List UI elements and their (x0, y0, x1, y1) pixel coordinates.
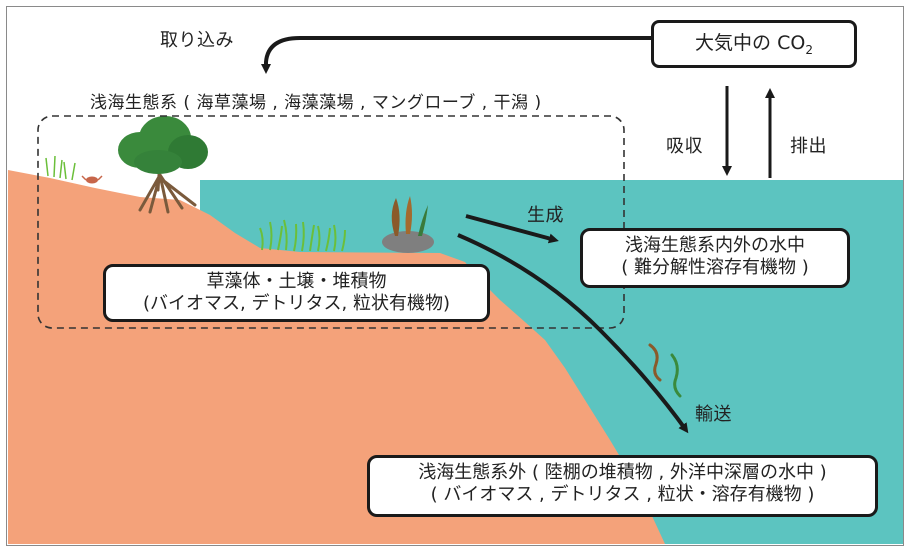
marsh-grass-icon (45, 155, 76, 181)
crab-icon (81, 175, 103, 184)
ecosystem-title: 浅海生態系 ( 海草藻場 , 海藻藻場 , マングローブ , 干潟 ) (90, 93, 542, 113)
outside-ecosystem-box: 浅海生態系外 ( 陸棚の堆積物 , 外洋中深層の水中 ) ( バイオマス , デ… (367, 455, 878, 517)
atmosphere-co2-box: 大気中の CO2 (651, 20, 857, 68)
co2-subscript: 2 (805, 42, 813, 57)
biomass-sediment-box: 草藻体・土壌・堆積物 (バイオマス, デトリタス, 粒状有機物) (103, 264, 490, 322)
mangrove-tree-icon (118, 116, 208, 214)
outside-ecosystem-title: 浅海生態系外 ( 陸棚の堆積物 , 外洋中深層の水中 ) (418, 462, 827, 483)
outside-ecosystem-detail: ( バイオマス , デトリタス , 粒状・溶存有機物 ) (430, 484, 815, 505)
transport-label: 輸送 (695, 404, 732, 425)
biomass-sediment-title: 草藻体・土壌・堆積物 (206, 271, 387, 292)
land-seabed (8, 170, 665, 544)
rock-seaweed-icon (382, 196, 434, 253)
seagrass-icon (259, 219, 346, 252)
inner-outer-water-title: 浅海生態系内外の水中 (625, 235, 805, 256)
inner-outer-water-box: 浅海生態系内外の水中 ( 難分解性溶存有機物 ) (580, 228, 850, 288)
uptake-arrow (261, 36, 651, 74)
atmosphere-co2-text: 大気中の CO (695, 32, 806, 54)
absorption-label: 吸収 (666, 136, 703, 157)
transport-arrow (457, 233, 689, 434)
uptake-label: 取り込み (160, 30, 234, 51)
inner-outer-water-detail: ( 難分解性溶存有機物 ) (621, 257, 809, 278)
generation-arrow (465, 214, 559, 244)
ecosystem-boundary (37, 115, 625, 329)
generation-label: 生成 (527, 205, 564, 226)
biomass-sediment-detail: (バイオマス, デトリタス, 粒状有機物) (143, 293, 450, 314)
drifting-seaweed-icon (648, 343, 682, 398)
emission-label: 排出 (790, 136, 827, 157)
